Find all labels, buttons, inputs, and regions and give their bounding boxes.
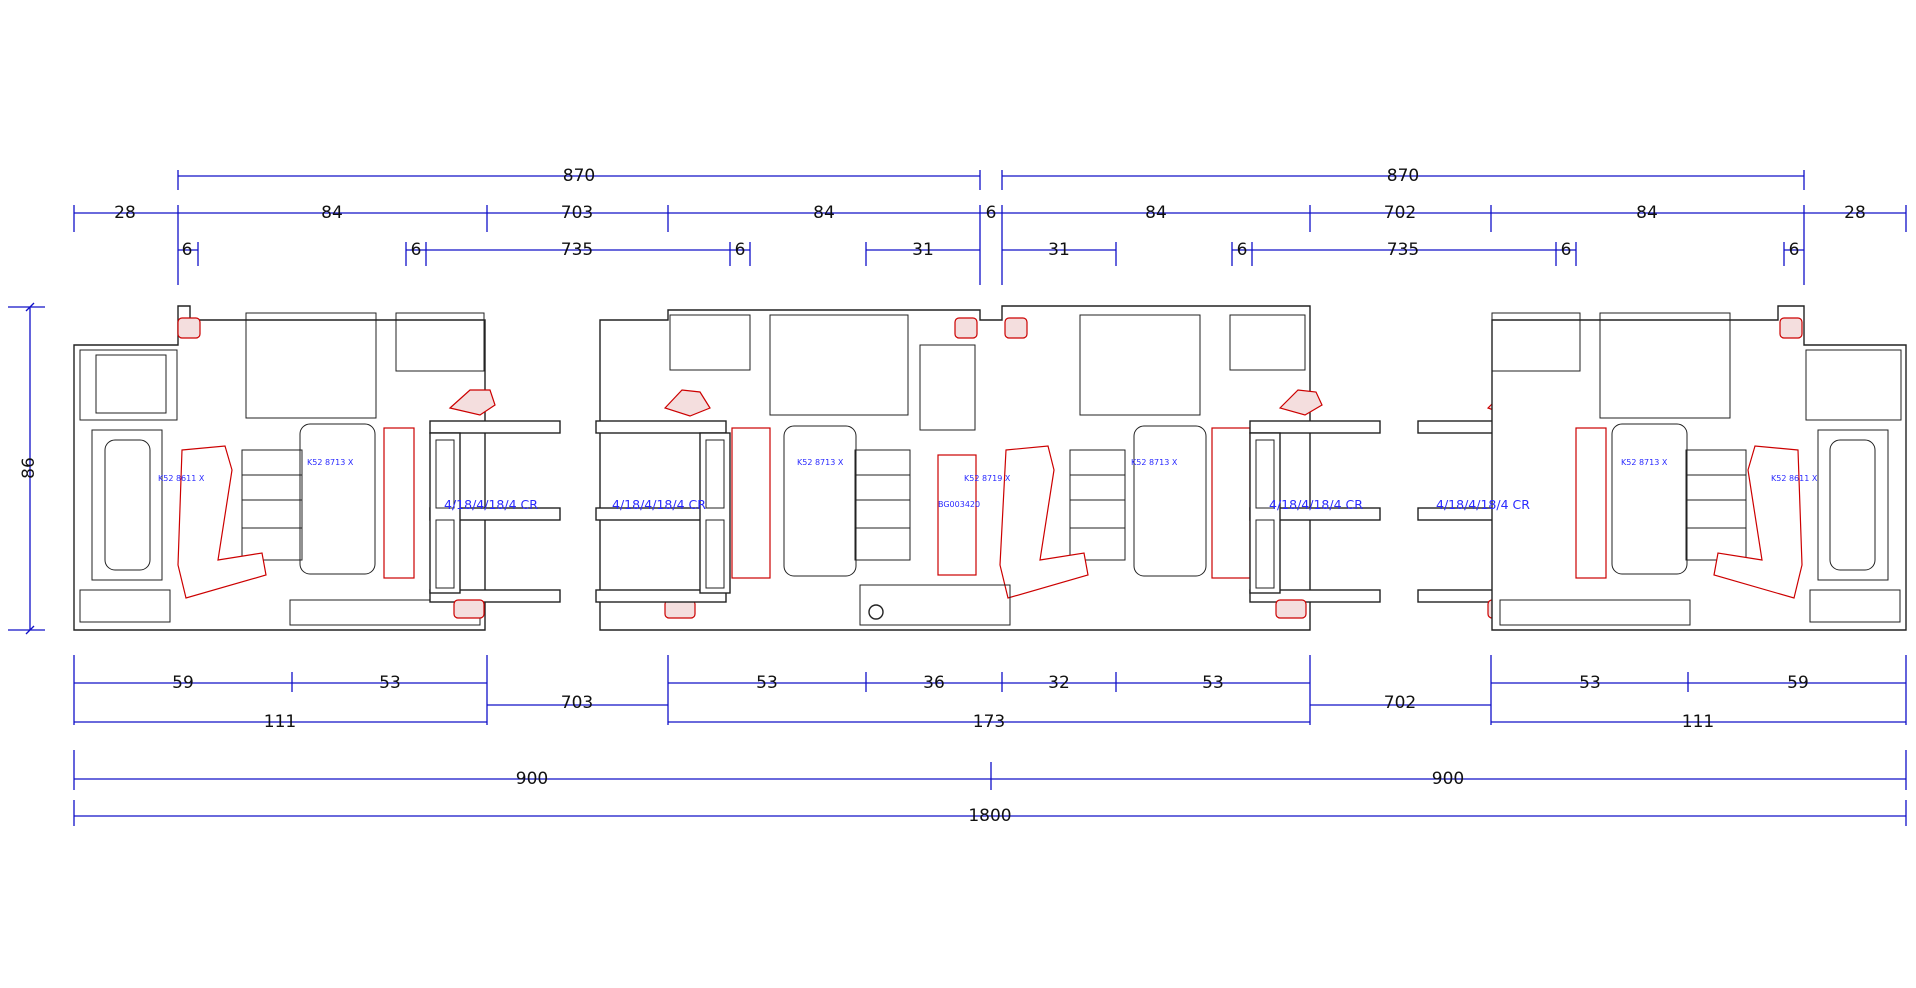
dim-6-f: 6	[1789, 240, 1800, 260]
dim-735-left: 735	[561, 240, 593, 260]
dim-31-right: 31	[1048, 240, 1070, 260]
glazing-label-1: 4/18/4/18/4 CR	[444, 497, 538, 512]
profile-code-2: K52 8713 X	[307, 458, 354, 467]
left-glazing	[429, 389, 561, 619]
center-right-glazing	[1249, 389, 1381, 619]
dim-36: 36	[923, 673, 945, 693]
profile-code-1: K52 8611 X	[158, 474, 205, 483]
glazing-labels: 4/18/4/18/4 CR 4/18/4/18/4 CR 4/18/4/18/…	[444, 497, 1530, 512]
dim-702-top: 702	[1384, 203, 1416, 223]
dim-900-left: 900	[516, 769, 548, 789]
dim-84-d: 84	[1636, 203, 1658, 223]
center-foam-insert	[937, 454, 977, 576]
dim-6-b: 6	[411, 240, 422, 260]
dim-6-c: 6	[735, 240, 746, 260]
bottom-dimension-row-2: 111 703 173 702 111	[74, 693, 1906, 732]
dim-6-center: 6	[986, 203, 997, 223]
dim-84-c: 84	[1145, 203, 1167, 223]
left-frame-section	[73, 305, 486, 631]
dim-59-left: 59	[172, 673, 194, 693]
dim-53-a: 53	[379, 673, 401, 693]
dim-1800-total: 1800	[968, 806, 1011, 826]
dim-111-left: 111	[264, 712, 296, 732]
halves-dimension-row: 900 900	[73, 750, 1907, 790]
dim-900-right: 900	[1432, 769, 1464, 789]
dim-702-bottom: 702	[1384, 693, 1416, 713]
dim-173: 173	[973, 712, 1005, 732]
dim-53-c: 53	[1202, 673, 1224, 693]
dim-6-a: 6	[182, 240, 193, 260]
top-dimension-row-1: 870 870	[177, 166, 1805, 190]
dim-53-d: 53	[1579, 673, 1601, 693]
height-dimension: 86	[8, 302, 45, 635]
dim-84-b: 84	[813, 203, 835, 223]
dim-6-d: 6	[1237, 240, 1248, 260]
glazing-label-4: 4/18/4/18/4 CR	[1436, 497, 1530, 512]
dim-6-e: 6	[1561, 240, 1572, 260]
profile-code-6: K52 8713 X	[1131, 458, 1178, 467]
right-frame-section	[1491, 305, 1907, 631]
glazing-label-2: 4/18/4/18/4 CR	[612, 497, 706, 512]
dim-703-top: 703	[561, 203, 593, 223]
profile-code-7: K52 8713 X	[1621, 458, 1668, 467]
dim-735-right: 735	[1387, 240, 1419, 260]
dim-53-b: 53	[756, 673, 778, 693]
profile-code-8: K52 8611 X	[1771, 474, 1818, 483]
dim-111-right: 111	[1682, 712, 1714, 732]
dim-28-right: 28	[1844, 203, 1866, 223]
profile-code-3: K52 8713 X	[797, 458, 844, 467]
top-dimension-row-2: 28 84 703 84 6 84 702 84 28	[73, 203, 1907, 285]
dim-32: 32	[1048, 673, 1070, 693]
dim-59-right: 59	[1787, 673, 1809, 693]
dim-84-a: 84	[321, 203, 343, 223]
height-dimension-label: 86	[19, 457, 39, 479]
profile-codes: K52 8611 X K52 8713 X K52 8713 X K52 871…	[158, 458, 1818, 509]
glazing-label-3: 4/18/4/18/4 CR	[1269, 497, 1363, 512]
dim-870-right: 870	[1387, 166, 1419, 186]
center-mullion-section	[599, 305, 1311, 631]
total-dimension-row: 1800	[73, 800, 1907, 826]
dim-870-left: 870	[563, 166, 595, 186]
dim-31-left: 31	[912, 240, 934, 260]
dim-703-bottom: 703	[561, 693, 593, 713]
thermal-insert-right	[1713, 445, 1803, 599]
dim-28-left: 28	[114, 203, 136, 223]
center-left-glazing	[595, 389, 731, 603]
thermal-insert-left	[177, 445, 267, 599]
profile-code-5: BG003420	[938, 500, 980, 509]
profile-code-4: K52 8719 X	[964, 474, 1011, 483]
top-dimension-row-3: 6 6 735 6 31 31 6 735 6 6	[178, 240, 1804, 266]
bottom-dimension-row-1: 59 53 53 36 32 53 53 59	[73, 655, 1907, 725]
